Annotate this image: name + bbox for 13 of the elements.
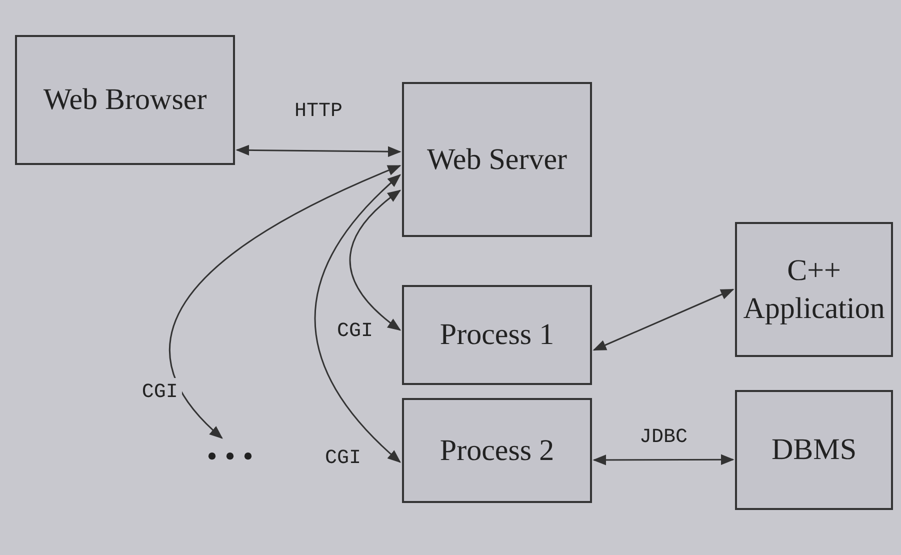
connector-arrow bbox=[349, 190, 402, 331]
process-box: DBMS bbox=[735, 390, 893, 510]
connector-arrow bbox=[169, 165, 402, 439]
process-box: Process 2 bbox=[402, 398, 592, 503]
connector-arrow bbox=[314, 174, 401, 463]
connector-arrow bbox=[236, 144, 402, 158]
connector-arrow bbox=[592, 454, 734, 466]
connector-arrow bbox=[592, 288, 734, 351]
process-box: Process 1 bbox=[402, 285, 592, 385]
process-box: C++ Application bbox=[735, 222, 893, 357]
process-box: Web Server bbox=[402, 82, 592, 237]
ellipsis-marker: • • • bbox=[185, 440, 275, 474]
process-box: Web Browser bbox=[15, 35, 235, 165]
